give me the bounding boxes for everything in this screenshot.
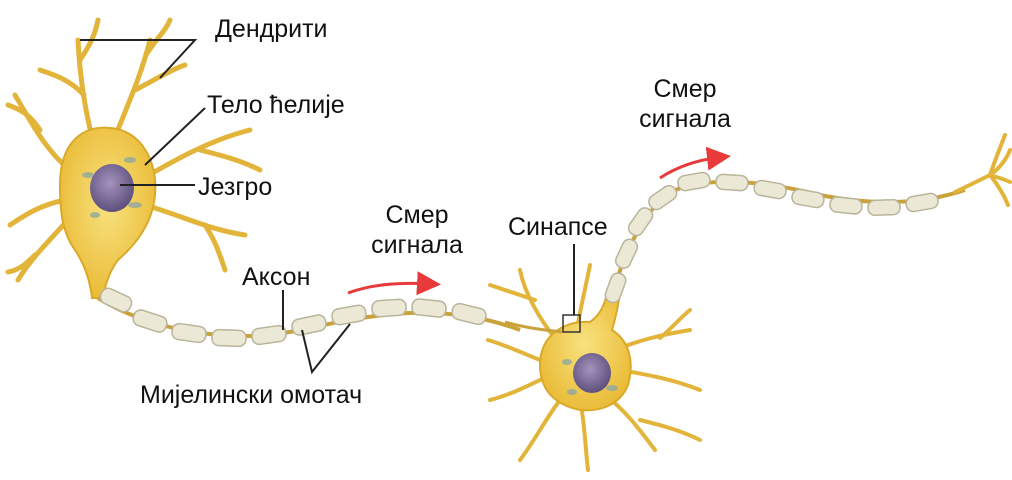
label-signal-direction-2: Смер сигнала [630,74,740,134]
neuron-1-nucleus [90,164,134,212]
neuron-1-body [60,128,155,298]
label-dendrites: Дендрити [215,14,328,44]
label-cell-body: Тело ћелије [207,90,345,120]
label-nucleus: Језгро [198,172,272,202]
label-signal-direction-1: Смер сигнала [362,200,472,260]
neuron-2-body [540,290,631,410]
neuron-2-nucleus [573,353,611,393]
myelin-sheath-2 [603,171,939,304]
label-axon: Аксон [242,262,310,292]
axon-2-terminals [955,135,1010,205]
myelin-sheath-1 [98,286,487,347]
signal-arrow-1 [348,283,432,293]
label-myelin: Мијелински омотач [140,380,362,410]
label-synapse: Синапсе [508,212,608,242]
